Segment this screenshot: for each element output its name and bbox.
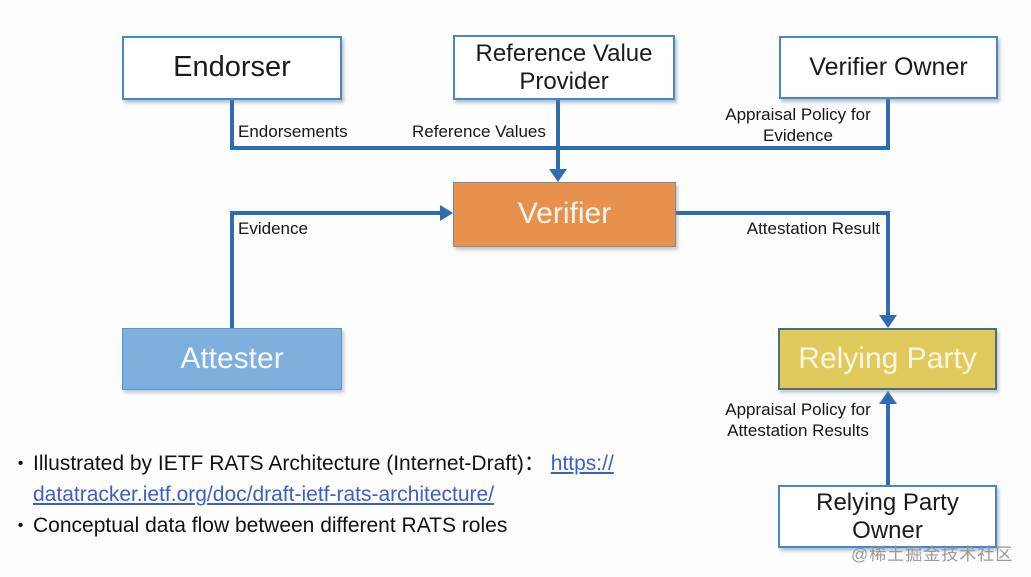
ietf-draft-link-part2[interactable]: datatracker.ietf.org/doc/draft-ietf-rats…: [33, 483, 495, 506]
watermark: @稀土掘金技术社区: [851, 545, 1014, 564]
edge-label-appraisal-policy-attestation-results: Appraisal Policy for Attestation Results: [725, 400, 871, 440]
edge-label-reference-values: Reference Values: [412, 122, 546, 141]
bullet-item-1: • Illustrated by IETF RATS Architecture …: [8, 448, 708, 510]
bullet2-text: Conceptual data flow between different R…: [33, 514, 508, 537]
arrowhead-into-verifier-left: [440, 205, 453, 221]
node-reference-value-provider: Reference Value Provider: [453, 35, 675, 100]
edge-label-attestation-result: Attestation Result: [746, 219, 880, 238]
bullet-item-2: • Conceptual data flow between different…: [8, 510, 708, 541]
node-endorser: Endorser: [122, 36, 342, 100]
connector-evidence-horizontal: [230, 211, 440, 215]
connector-verifier-owner-down: [886, 99, 890, 150]
connector-evidence-vertical: [230, 211, 234, 328]
arrowhead-into-relying-party-top: [879, 315, 897, 328]
bullet1-text: Illustrated by IETF RATS Architecture (I…: [33, 448, 614, 510]
node-verifier: Verifier: [453, 182, 676, 247]
bullet1-label: Illustrated by IETF RATS Architecture (I…: [33, 452, 551, 475]
edge-label-evidence: Evidence: [238, 219, 308, 238]
bullet-glyph: •: [17, 455, 24, 472]
connector-endorser-down: [230, 100, 234, 150]
arrowhead-into-relying-party-bottom: [879, 391, 897, 404]
connector-reference-values-down: [556, 100, 560, 171]
node-relying-party-owner: Relying Party Owner: [778, 485, 997, 548]
connector-bus-horizontal: [230, 146, 890, 150]
edge-label-endorsements: Endorsements: [238, 122, 348, 141]
node-relying-party: Relying Party: [778, 328, 997, 390]
connector-attestation-result-horizontal: [676, 211, 890, 215]
connector-attestation-result-vertical: [886, 211, 890, 315]
connector-relying-party-owner-up: [886, 404, 890, 485]
node-attester: Attester: [122, 328, 342, 390]
bullet-glyph: •: [17, 517, 24, 534]
ietf-draft-link-part1[interactable]: https://: [550, 452, 614, 475]
node-verifier-owner: Verifier Owner: [779, 36, 998, 99]
edge-label-appraisal-policy-evidence: Appraisal Policy for Evidence: [725, 105, 871, 145]
arrowhead-into-verifier-top: [549, 169, 567, 182]
notes-block: • Illustrated by IETF RATS Architecture …: [8, 448, 708, 541]
